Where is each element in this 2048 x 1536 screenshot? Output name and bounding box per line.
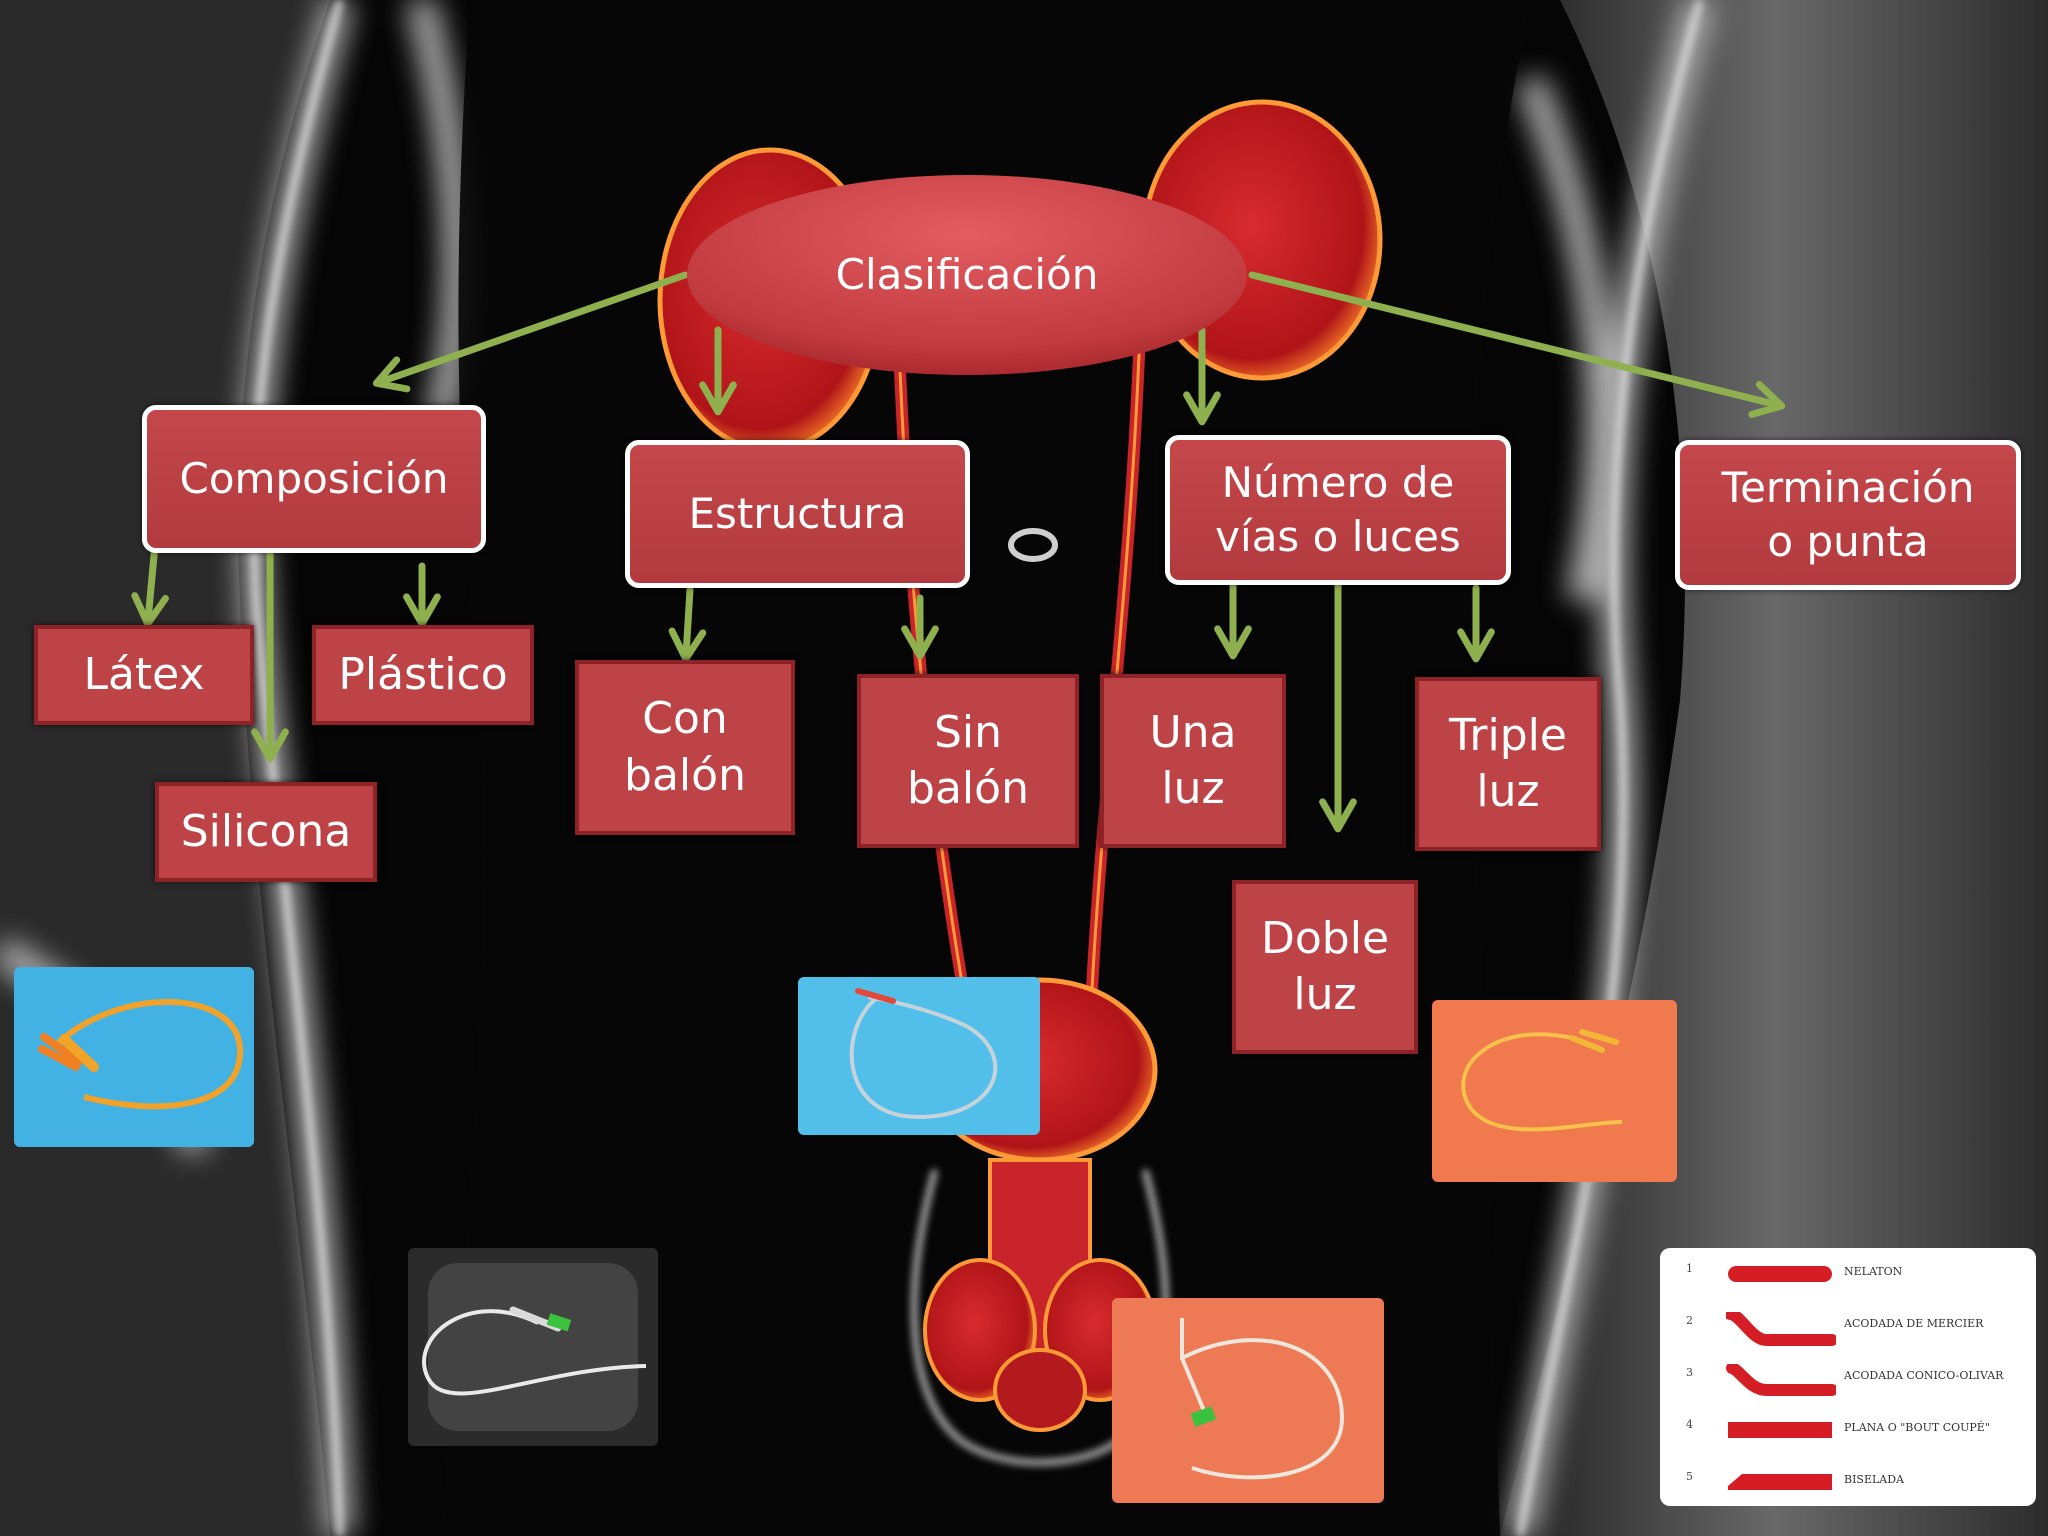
leaf-sin-balon-line1: Sin (933, 706, 1003, 758)
mercier-tip-icon (1726, 1312, 1836, 1346)
triple-lumen-catheter-photo (1432, 1000, 1677, 1182)
tip-row-4: 4 PLANA O "BOUT COUPÉ" (1660, 1410, 2036, 1450)
category-terminacion-line1: Terminación (1721, 463, 1975, 513)
leaf-triple-luz-line1: Triple (1449, 709, 1567, 761)
balloonless-catheter-photo (798, 977, 1040, 1135)
category-terminacion-line2: o punta (1767, 517, 1929, 566)
flat-tip-icon (1728, 1422, 1832, 1438)
tip-label-3: ACODADA CONICO-OLIVAR (1844, 1369, 2004, 1382)
leaf-silicona-label: Silicona (180, 805, 352, 857)
silicone-catheter-photo (408, 1248, 658, 1446)
leaf-triple-luz-line2: luz (1476, 766, 1540, 817)
category-composicion: Composición (142, 405, 486, 553)
tip-row-3: 3 ACODADA CONICO-OLIVAR (1660, 1358, 2036, 1398)
leaf-silicona: Silicona (155, 782, 377, 882)
leaf-una-luz-line1: Una (1149, 706, 1237, 758)
tip-number-1: 1 (1686, 1262, 1693, 1275)
leaf-una-luz-line2: luz (1161, 763, 1225, 814)
leaf-doble-luz-line2: luz (1293, 969, 1357, 1020)
leaf-plastico-label: Plástico (338, 648, 508, 700)
leaf-sin-balon-line2: balón (907, 763, 1029, 814)
category-estructura-label: Estructura (688, 489, 907, 539)
leaf-doble-luz-line1: Doble (1260, 912, 1390, 964)
tip-number-4: 4 (1686, 1418, 1693, 1431)
catheter-tip-types-chart: 1 NELATON 2 ACODADA DE MERCIER 3 ACODADA… (1660, 1248, 2036, 1506)
root-title: Clasificación (835, 250, 1099, 300)
bevelled-tip-icon (1728, 1474, 1832, 1490)
tip-number-2: 2 (1686, 1314, 1693, 1327)
tip-label-1: NELATON (1844, 1265, 1903, 1278)
leaf-una-luz: Una luz (1100, 674, 1286, 848)
tip-row-5: 5 BISELADA (1660, 1462, 2036, 1502)
leaf-triple-luz: Triple luz (1415, 677, 1601, 851)
latex-catheter-photo (14, 967, 254, 1147)
category-composicion-label: Composición (179, 454, 449, 504)
tip-number-5: 5 (1686, 1470, 1693, 1483)
conic-olive-tip-icon (1726, 1364, 1836, 1396)
leaf-latex-label: Látex (83, 648, 205, 700)
category-numero-de-vias: Número de vías o luces (1165, 435, 1511, 585)
root-label: Clasificación (682, 170, 1252, 380)
tip-label-5: BISELADA (1844, 1473, 1905, 1486)
tip-row-1: 1 NELATON (1660, 1254, 2036, 1294)
leaf-latex: Látex (34, 625, 254, 725)
category-numero-line1: Número de (1221, 458, 1455, 508)
category-terminacion: Terminación o punta (1675, 440, 2021, 590)
leaf-sin-balon: Sin balón (857, 674, 1079, 848)
tip-label-2: ACODADA DE MERCIER (1844, 1317, 1984, 1330)
root-node (687, 175, 1247, 375)
tip-number-3: 3 (1686, 1366, 1693, 1379)
leaf-con-balon: Con balón (575, 660, 795, 835)
double-lumen-catheter-photo (1112, 1298, 1384, 1503)
leaf-con-balon-line2: balón (624, 749, 746, 801)
category-estructura: Estructura (625, 440, 970, 588)
category-numero-line2: vías o luces (1215, 512, 1461, 561)
leaf-plastico: Plástico (312, 625, 534, 725)
leaf-con-balon-line1: Con (642, 693, 728, 745)
tip-label-4: PLANA O "BOUT COUPÉ" (1844, 1421, 1990, 1434)
tip-row-2: 2 ACODADA DE MERCIER (1660, 1306, 2036, 1346)
nelaton-tip-icon (1728, 1266, 1832, 1282)
leaf-doble-luz: Doble luz (1232, 880, 1418, 1054)
